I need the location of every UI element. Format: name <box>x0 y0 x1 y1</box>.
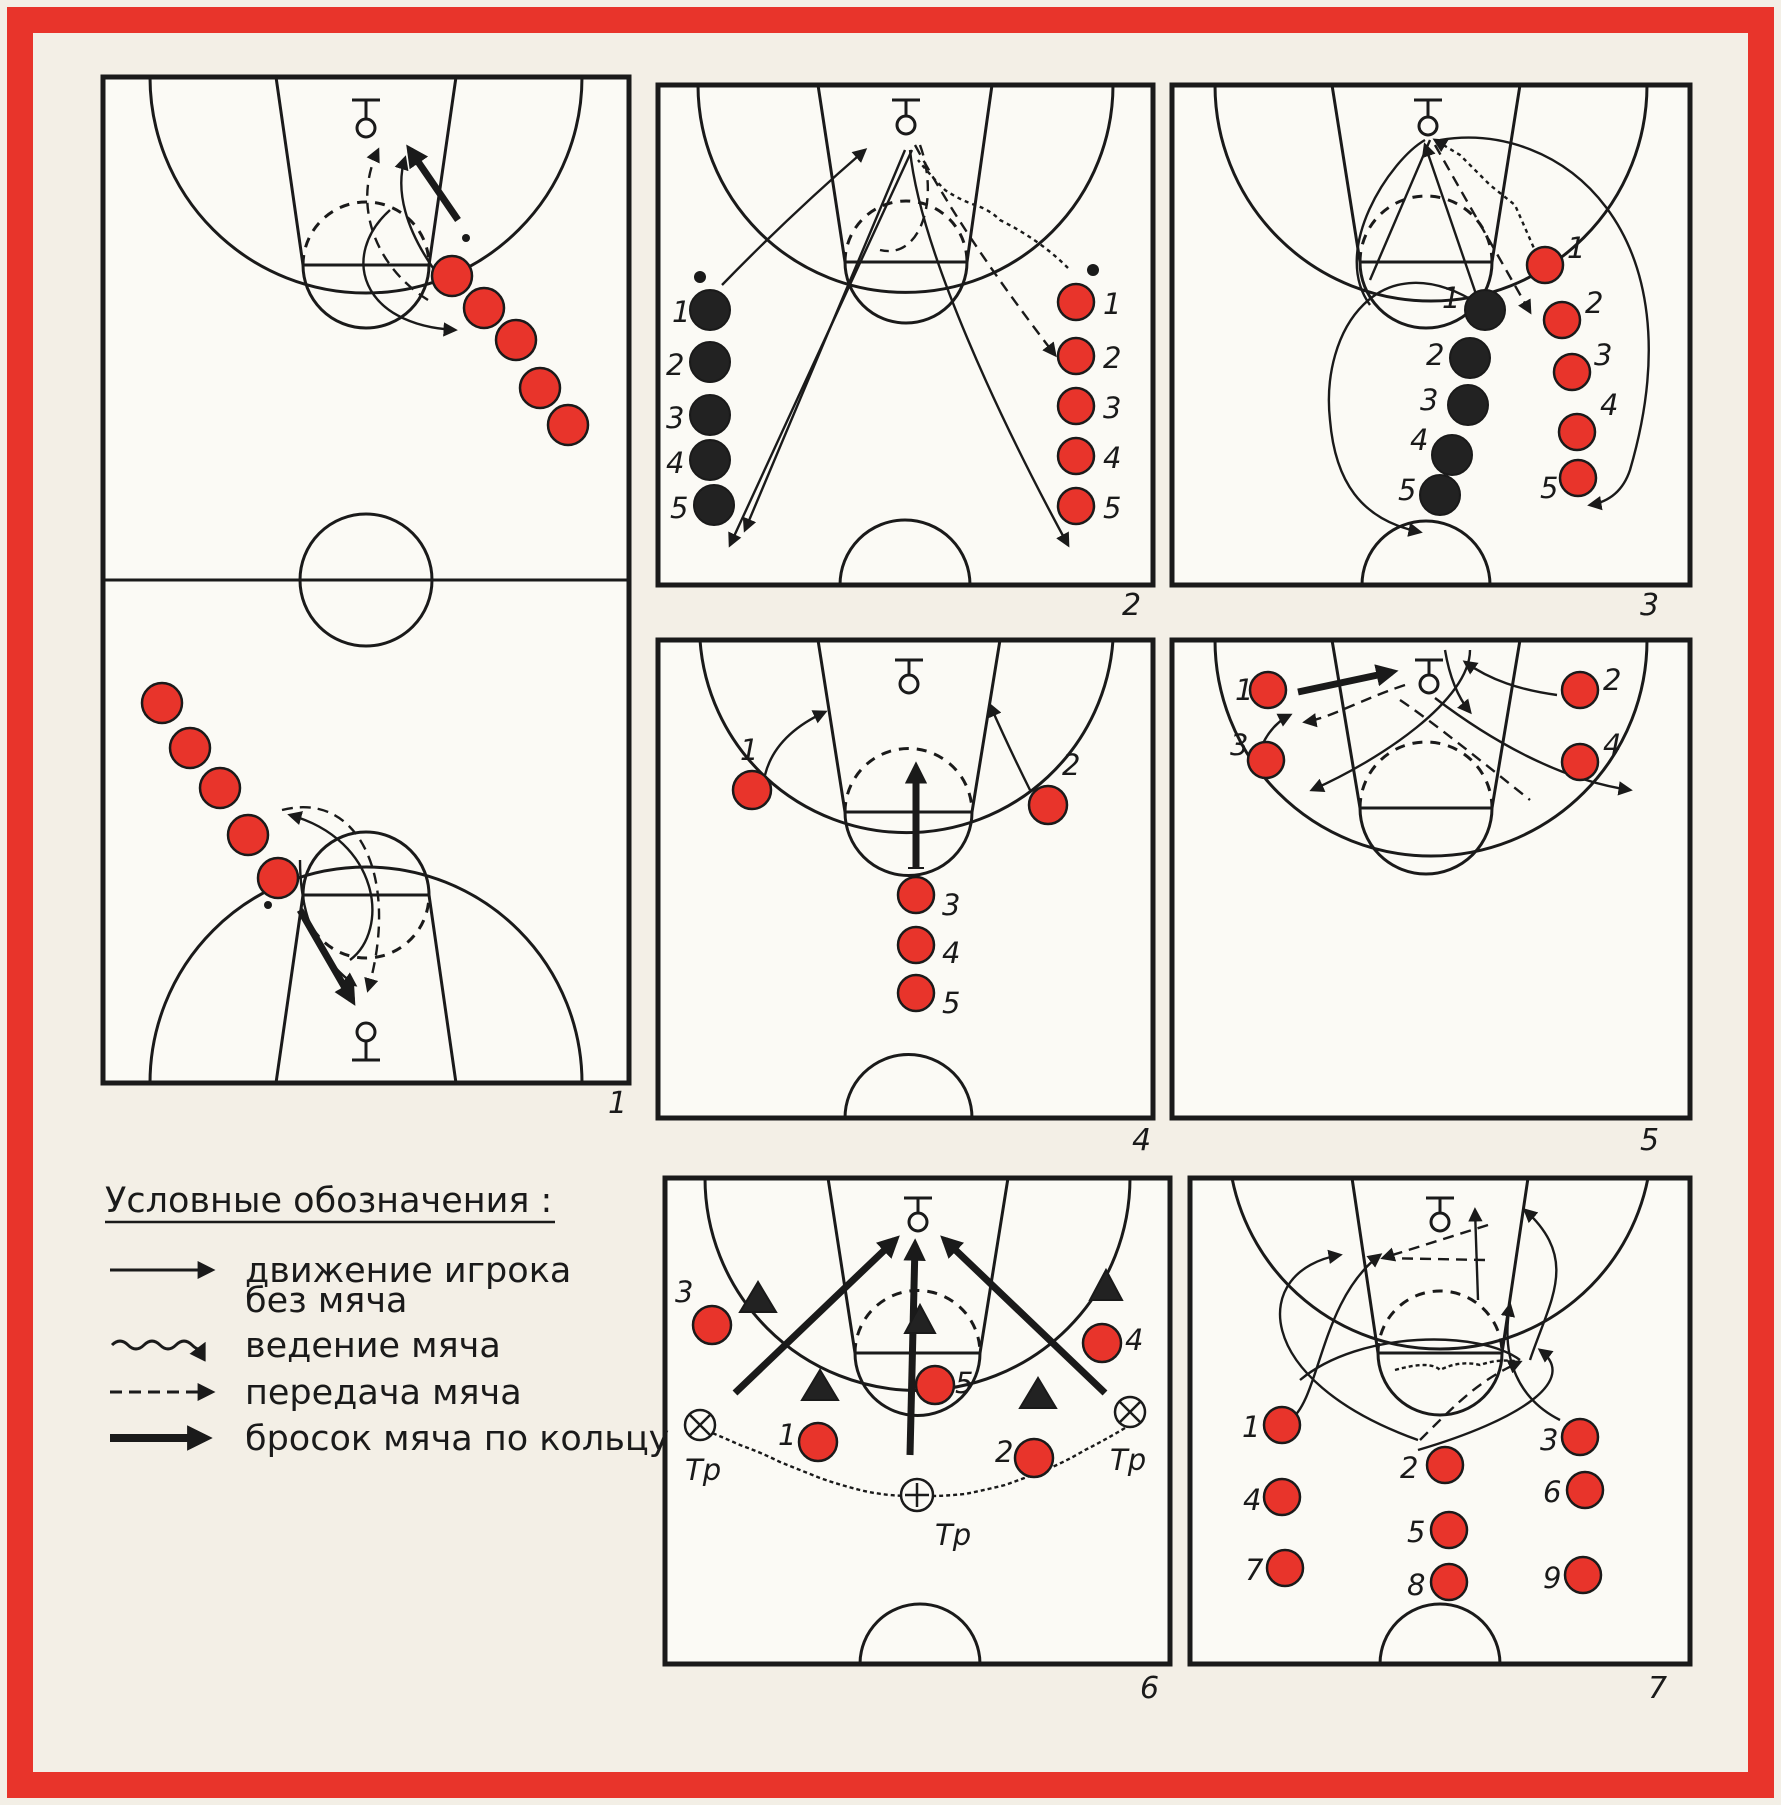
d7-player-9: 9 <box>1543 1561 1561 1595</box>
diagram-number-3: 3 <box>1640 588 1659 623</box>
diagram-number-6: 6 <box>1140 1671 1159 1706</box>
legend-move-label-2: без мяча <box>245 1281 407 1321</box>
legend: Условные обозначения : движение игрока б… <box>105 1181 669 1459</box>
legend-dribble-label: ведение мяча <box>245 1326 501 1366</box>
legend-shot-label: бросок мяча по кольцу <box>245 1419 669 1459</box>
diagram-number-1: 1 <box>608 1086 627 1121</box>
red-border <box>7 7 1774 1798</box>
d6-coach-center: Тр <box>935 1518 971 1552</box>
d5-player-1: 1 <box>1235 673 1253 707</box>
d7-player-5: 5 <box>1407 1515 1425 1549</box>
d7-player-2: 2 <box>1400 1451 1418 1485</box>
d3-red-4: 4 <box>1600 388 1618 422</box>
d2-red-2: 2 <box>1103 341 1121 375</box>
legend-dribble-arrow-icon <box>110 1339 206 1362</box>
d3-red-1: 1 <box>1567 231 1585 265</box>
d3-black-1: 1 <box>1442 281 1460 315</box>
diagram-number-7: 7 <box>1648 1671 1667 1706</box>
d3-red-2: 2 <box>1585 286 1603 320</box>
diagram-7: 1 2 3 4 5 6 7 8 9 7 <box>1187 1175 1693 1706</box>
d7-player-3: 3 <box>1540 1423 1558 1457</box>
diagram-6: 3 4 1 2 5 Тр Тр Тр 6 <box>662 1175 1173 1706</box>
d3-black-2: 2 <box>1426 338 1444 372</box>
d4-player-5: 5 <box>942 986 960 1020</box>
d4-player-1: 1 <box>740 733 758 767</box>
legend-pass-label: передача мяча <box>245 1373 522 1413</box>
d3-red-3: 3 <box>1594 338 1612 372</box>
d2-black-1: 1 <box>672 295 690 329</box>
diagram-4: 1 2 3 4 5 4 <box>655 637 1156 1158</box>
d6-coach-right: Тр <box>1110 1443 1146 1477</box>
d6-player-1: 1 <box>778 1418 796 1452</box>
d2-red-4: 4 <box>1103 441 1121 475</box>
d5-player-4: 4 <box>1603 728 1621 762</box>
diagram-3: 1 2 3 4 5 1 2 3 4 5 3 <box>1169 82 1693 623</box>
legend-title: Условные обозначения : <box>105 1181 552 1221</box>
d2-red-5: 5 <box>1103 491 1121 525</box>
d4-player-2: 2 <box>1062 748 1080 782</box>
d6-player-3: 3 <box>675 1275 693 1309</box>
d3-black-5: 5 <box>1398 473 1416 507</box>
diagram-number-4: 4 <box>1132 1123 1151 1158</box>
d6-player-5: 5 <box>955 1366 973 1400</box>
d3-black-4: 4 <box>1410 423 1428 457</box>
diagram-number-2: 2 <box>1122 588 1141 623</box>
d2-black-3: 3 <box>666 401 684 435</box>
d6-coach-left: Тр <box>685 1453 721 1487</box>
d3-red-5: 5 <box>1540 471 1558 505</box>
d2-red-1: 1 <box>1103 287 1121 321</box>
d7-player-8: 8 <box>1407 1568 1425 1602</box>
d7-player-4: 4 <box>1243 1483 1261 1517</box>
d7-player-6: 6 <box>1543 1475 1561 1509</box>
d6-player-2: 2 <box>995 1435 1013 1469</box>
diagram-number-5: 5 <box>1640 1123 1659 1158</box>
d7-player-1: 1 <box>1242 1410 1260 1444</box>
d2-red-3: 3 <box>1103 391 1121 425</box>
d2-black-5: 5 <box>670 491 688 525</box>
diagram-1: 1 <box>100 74 632 1121</box>
d5-player-2: 2 <box>1603 663 1621 697</box>
d4-player-4: 4 <box>942 936 960 970</box>
d7-player-7: 7 <box>1245 1553 1264 1587</box>
d4-player-3: 3 <box>942 888 960 922</box>
legend-move-label: движение игрока <box>245 1251 571 1291</box>
d2-black-2: 2 <box>666 348 684 382</box>
diagram-2: 1 2 3 4 5 1 2 3 4 5 2 <box>655 82 1156 623</box>
d6-player-4: 4 <box>1125 1323 1143 1357</box>
d2-black-4: 4 <box>666 446 684 480</box>
d3-black-3: 3 <box>1420 383 1438 417</box>
d5-player-3: 3 <box>1230 728 1248 762</box>
diagram-5: 1 2 3 4 5 <box>1169 637 1693 1158</box>
